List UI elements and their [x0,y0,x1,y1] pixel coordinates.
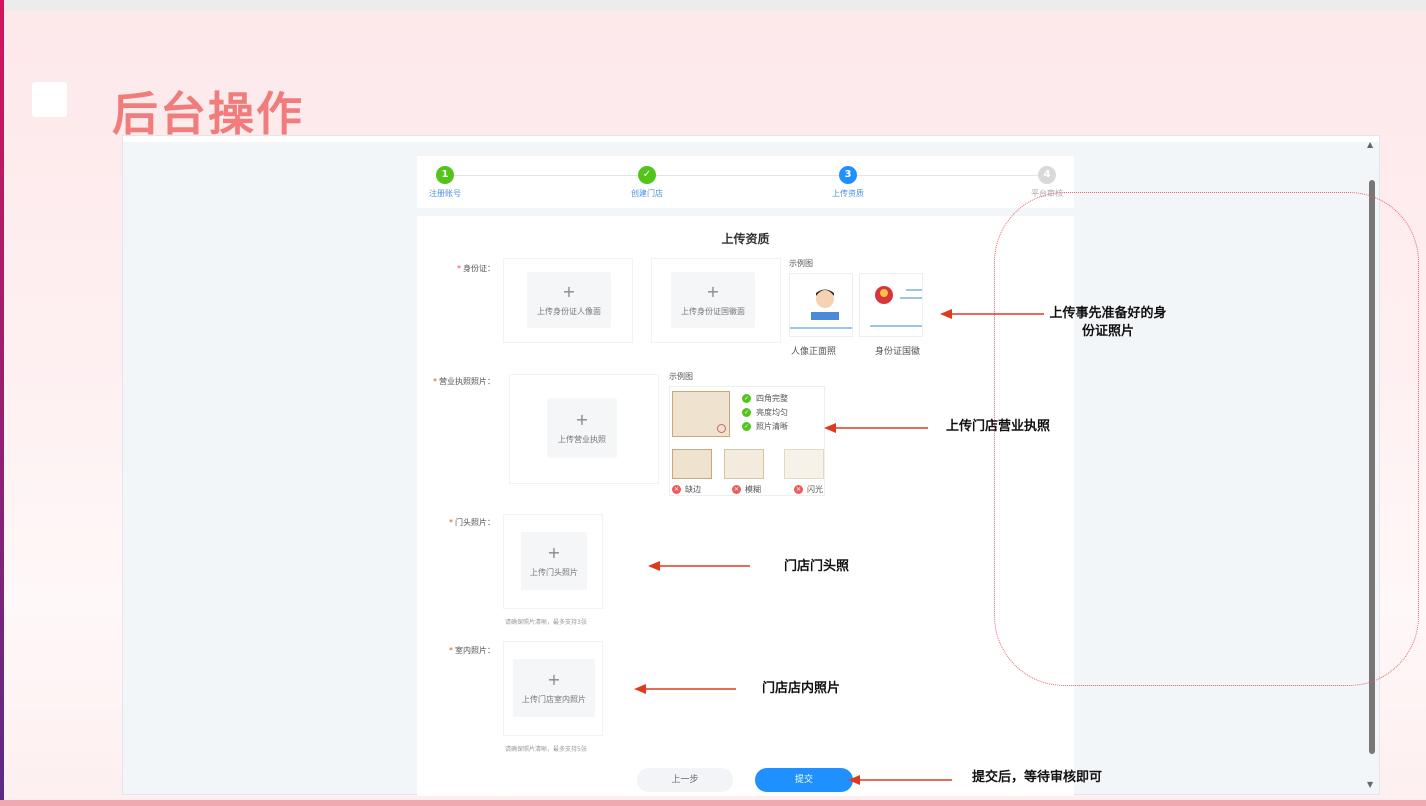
annotation-submit: 提交后，等待审核即可 [972,770,1103,785]
plus-icon: + [547,669,561,689]
bottom-strip [0,800,1426,806]
bad-item: ✕闪光 [794,485,823,494]
interior-label: *室内照片： [449,646,495,655]
arrow-icon [848,775,952,785]
embedded-screenshot: 1 注册账号 ✓ 创建门店 3 上传资质 4 平台审核 上传资质 *身份证： +… [122,135,1380,796]
progress-steps: 1 注册账号 ✓ 创建门店 3 上传资质 4 平台审核 [417,156,1074,208]
bad-item: ✕缺边 [672,485,701,494]
arrow-icon [634,684,736,694]
check-icon: ✓ [742,422,751,431]
upload-storefront-button[interactable]: + 上传门头照片 [521,532,587,590]
submit-button[interactable]: 提交 [755,768,853,792]
plus-icon: + [706,281,720,301]
step-3-dot: 3 [839,166,857,184]
license-example-panel: ✓四角完整 ✓亮度均匀 ✓照片清晰 ✕缺边 ✕模糊 ✕闪光 [669,386,825,496]
seal-icon [717,424,726,433]
arrow-icon [940,309,1044,319]
step-2-check-icon: ✓ [638,166,656,184]
check-icon: ✓ [742,394,751,403]
annotation-interior: 门店店内照片 [762,681,841,696]
x-icon: ✕ [732,485,741,494]
screenshot-top-bar [123,136,1379,142]
license-label: *营业执照照片： [433,377,495,386]
storefront-hint: 请确保照片清晰，最多支持3张 [505,619,587,626]
check-item: ✓四角完整 [742,394,788,403]
step-2: ✓ 创建门店 [607,166,687,199]
license-bad-sample [724,449,764,479]
upload-license-button[interactable]: + 上传营业执照 [547,398,617,458]
scroll-up-icon[interactable]: ▲ [1367,140,1374,149]
step-connector [453,175,1038,176]
upload-interior-button[interactable]: + 上传门店室内照片 [513,659,595,717]
plus-icon: + [562,281,576,301]
annotation-id-card: 上传事先准备好的身份证照片 [1049,306,1167,339]
storefront-label: *门头照片： [449,518,495,527]
step-2-label: 创建门店 [631,189,663,198]
upload-storefront-text: 上传门头照片 [530,567,578,577]
license-example-label: 示例图 [669,372,693,381]
upload-id-back-text: 上传身份证国徽面 [681,306,745,316]
step-1-dot: 1 [436,166,454,184]
highlight-ellipse [994,192,1419,686]
bad-item: ✕模糊 [732,485,761,494]
upload-id-front-button[interactable]: + 上传身份证人像面 [527,272,611,328]
plus-icon: + [575,409,589,429]
national-emblem-icon [870,286,922,327]
check-icon: ✓ [742,408,751,417]
qualification-form: 上传资质 *身份证： + 上传身份证人像面 + 上传身份证国徽面 示例图 [417,216,1074,796]
license-good-sample [672,391,730,437]
scroll-down-icon[interactable]: ▼ [1367,780,1374,789]
id-card-label: *身份证： [457,264,495,273]
arrow-icon [648,561,750,571]
left-accent-bar [0,0,4,806]
top-strip [0,0,1426,11]
step-1: 1 注册账号 [405,166,485,199]
step-1-label: 注册账号 [429,189,461,198]
step-4-dot: 4 [1038,166,1056,184]
arrow-icon [824,423,928,433]
annotation-license: 上传门店营业执照 [946,419,1051,434]
x-icon: ✕ [672,485,681,494]
upload-id-front-text: 上传身份证人像面 [537,306,601,316]
check-item: ✓亮度均匀 [742,408,788,417]
id-back-caption: 身份证国徽 [875,347,921,357]
check-item: ✓照片清晰 [742,422,788,431]
title-square-icon [32,82,67,117]
license-bad-sample [784,449,824,479]
upload-license-text: 上传营业执照 [558,434,606,444]
scrollbar-thumb[interactable] [1369,180,1375,754]
license-bad-sample [672,449,712,479]
id-front-caption: 人像正面照 [791,347,837,357]
plus-icon: + [547,542,561,562]
upload-id-back-button[interactable]: + 上传身份证国徽面 [671,272,755,328]
form-title: 上传资质 [721,232,770,246]
person-avatar-icon [790,289,852,329]
step-3-label: 上传资质 [832,189,864,198]
id-front-example-image [789,273,853,337]
annotation-storefront: 门店门头照 [784,559,850,574]
id-back-example-image [859,273,923,337]
x-icon: ✕ [794,485,803,494]
prev-step-button[interactable]: 上一步 [637,768,733,792]
interior-hint: 请确保照片清晰，最多支持5张 [505,746,587,753]
id-example-label: 示例图 [789,259,813,268]
slide-title: 后台操作 [112,87,304,141]
upload-interior-text: 上传门店室内照片 [522,694,586,704]
step-3: 3 上传资质 [808,166,888,199]
